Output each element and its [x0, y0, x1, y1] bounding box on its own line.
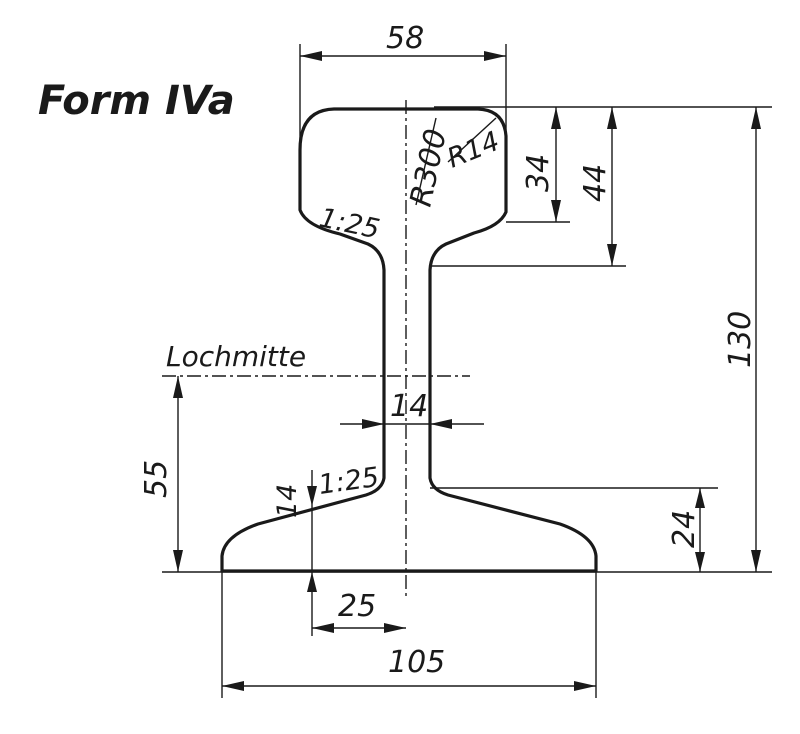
dimension-head-width: 58: [299, 21, 507, 150]
dim-label-foot-height: 24: [667, 510, 702, 548]
slope-head-label: 1:25: [317, 203, 383, 246]
rail-outline: [220, 107, 598, 573]
dimension-foot-width: 105: [221, 572, 597, 698]
dimension-web-thickness: 14: [340, 389, 484, 429]
dimension-head-total: 44: [578, 107, 617, 266]
dim-label-head-width: 58: [386, 21, 424, 56]
radius-crown-callout: R300: [404, 117, 454, 210]
dimension-foot-half: 25: [312, 589, 406, 633]
dim-label-total-height: 130: [723, 311, 758, 368]
dim-label-foot-edge: 14: [272, 484, 303, 518]
dim-label-hole-height: 55: [139, 460, 174, 498]
dim-label-foot-half: 25: [338, 589, 376, 624]
dimension-hole-height: 55: [139, 376, 183, 572]
dim-label-head-total: 44: [578, 164, 613, 202]
slope-foot-label: 1:25: [317, 462, 381, 501]
dimension-foot-edge: 14: [272, 470, 317, 636]
dim-label-head-height: 34: [521, 154, 556, 192]
dimension-head-height: 34: [521, 107, 561, 222]
dimension-foot-height: 24: [667, 488, 705, 572]
hole-center-label: Lochmitte: [166, 340, 306, 373]
radius-crown-label: R300: [404, 126, 454, 210]
dim-label-web-thickness: 14: [390, 389, 428, 424]
drawing-title: Form IVa: [38, 78, 235, 124]
dimension-total-height: 130: [723, 107, 761, 572]
radius-corner-callout: R14: [443, 117, 504, 174]
dim-label-foot-width: 105: [388, 645, 445, 680]
